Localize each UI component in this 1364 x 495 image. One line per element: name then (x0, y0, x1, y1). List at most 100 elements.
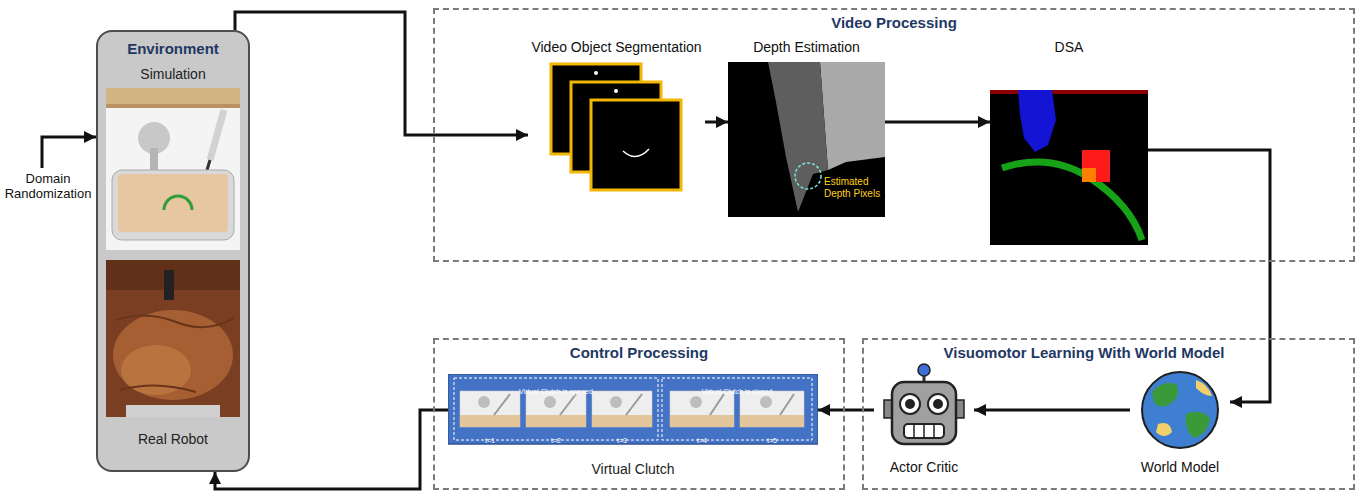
text-slot: Real Robot (98, 430, 248, 448)
clutch-frame-tool (760, 396, 772, 408)
depth-mid (768, 62, 828, 212)
node-label: t=3 (617, 437, 627, 445)
clutch-frame-tissue (526, 415, 586, 427)
globe-desert (1156, 423, 1172, 436)
group-title: Video Processing (831, 14, 957, 31)
illustration (990, 36, 1148, 246)
annotation-label: Domain Randomization (4, 172, 92, 202)
tissue-fold (116, 315, 234, 392)
node-label: Depth Estimation (753, 39, 860, 55)
text-slot: Actor Critic (874, 458, 974, 476)
text-slot: Virtual Clutch is opened (454, 380, 658, 398)
clutch-frame-arm (710, 394, 724, 415)
robot-tool (164, 270, 174, 300)
depth-map (728, 62, 885, 217)
clutch-frame-tool (690, 396, 702, 408)
node-label: Virtual Clutch (591, 461, 674, 477)
text-slot: Simulation (98, 65, 248, 83)
flow-arrow (974, 409, 1130, 412)
clutch-frame (740, 391, 804, 427)
sim-needle (164, 196, 192, 210)
dsa-tool (1018, 90, 1056, 152)
group-title: Control Processing (570, 344, 708, 361)
clutch-frame-tool (610, 396, 622, 408)
image-panel: Depth EstimationEstimated Depth Pixels (728, 36, 885, 218)
node-label: t=2 (551, 437, 561, 445)
flow-arrow (885, 121, 990, 124)
node-label: Simulation (140, 66, 205, 82)
text-slot: t=1 (460, 429, 520, 447)
sim-tool-tip (207, 160, 210, 170)
depth-background (728, 62, 885, 217)
dsa-border-line (990, 90, 1148, 94)
clutch-frame-tool (544, 396, 556, 408)
text-slot: t=3 (592, 429, 652, 447)
clutch-frame-arm (494, 394, 510, 415)
clutch-frame (460, 391, 520, 427)
clutch-frame-arm (626, 394, 642, 415)
node-label: Actor Critic (890, 459, 958, 475)
illustration (98, 32, 248, 470)
text-slot: World Model (1130, 458, 1230, 476)
sim-tissue (118, 174, 228, 232)
text-slot: DSA (990, 38, 1148, 56)
table-edge (126, 405, 220, 417)
clutch-frame-tool (478, 396, 490, 408)
sim-shelf-edge (106, 104, 240, 108)
flow-arrow (235, 12, 528, 135)
icon-node: World Model (1130, 362, 1230, 482)
robot-tooth (923, 424, 925, 438)
robot-antenna-ball (918, 364, 930, 376)
flow-arrow (705, 121, 728, 124)
text-slot: Video Processing (435, 14, 1353, 32)
mask-dot (614, 89, 618, 93)
clutch-frame (670, 391, 734, 427)
dsa-target (1082, 150, 1110, 182)
text-slot: Virtual Clutch is closed (662, 380, 812, 398)
node-label: Virtual Clutch is opened (519, 388, 593, 396)
clutch-panel: Virtual Clutch is openedt=1t=2t=3Virtual… (448, 374, 818, 480)
node-label: t=1 (485, 437, 495, 445)
real-robot-photo (106, 260, 240, 417)
photo-background (106, 260, 240, 417)
mask-dot (594, 71, 598, 75)
process-group: Video Object SegmentationDepth Estimatio… (433, 8, 1355, 262)
globe-desert (1196, 380, 1212, 396)
robot-head (892, 382, 956, 444)
node-label: Real Robot (138, 431, 208, 447)
dsa-overlap (1082, 168, 1096, 182)
text-slot: Domain Randomization (4, 172, 92, 202)
robot-mouth (904, 424, 944, 438)
node-label: Virtual Clutch is closed (702, 388, 773, 396)
text-slot: t=5 (740, 429, 804, 447)
globe-ocean (1142, 372, 1218, 448)
robot-pupil (933, 399, 943, 409)
robot-tooth (913, 424, 915, 438)
node-label: World Model (1141, 459, 1219, 475)
clutch-panel (448, 374, 818, 444)
depth-highlight (795, 163, 821, 189)
clutch-frame (526, 391, 586, 427)
dsa-needle (1002, 162, 1142, 240)
clutch-frame-arm (560, 394, 576, 415)
clutch-frame-tissue (670, 415, 734, 427)
node-label: t=5 (767, 437, 777, 445)
process-group: Actor Critic World Model Visuomotor Learni… (862, 338, 1355, 490)
image-panel: DSA (990, 36, 1148, 246)
tissue-patch (113, 310, 233, 400)
node-label: DSA (1055, 39, 1084, 55)
text-slot: Estimated Depth Pixels (824, 176, 882, 201)
text-slot: Depth Estimation (728, 38, 885, 56)
text-slot: Visuomotor Learning With World Model (884, 344, 1284, 362)
mask-needle (623, 149, 649, 157)
text-slot: t=2 (526, 429, 586, 447)
sim-tool (210, 110, 224, 160)
clutch-frame-arm (780, 394, 794, 415)
text-slot: t=4 (670, 429, 734, 447)
clutch-group (662, 378, 812, 440)
clutch-frame (592, 391, 652, 427)
group-title: Environment (127, 40, 219, 57)
image-panel: Video Object Segmentation (528, 36, 705, 192)
